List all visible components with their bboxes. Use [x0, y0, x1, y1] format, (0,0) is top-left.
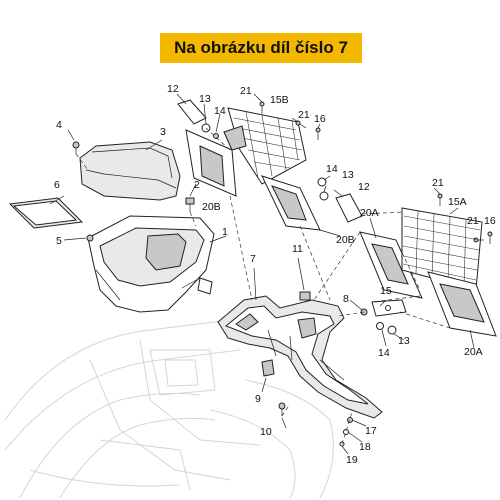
callout-21-right-a: 21	[432, 177, 444, 189]
callout-7: 7	[250, 253, 256, 265]
callout-5: 5	[56, 235, 62, 247]
callout-13-lower: 13	[398, 335, 410, 347]
scooter-frame-outline	[4, 319, 334, 499]
callout-11: 11	[292, 243, 303, 255]
callout-18: 18	[359, 441, 371, 453]
part-15-bracket	[371, 299, 407, 317]
part-7-rear-mudguard	[217, 295, 383, 419]
callout-13-upper: 13	[199, 93, 211, 105]
screw-16-upper	[315, 127, 321, 140]
callout-15: 15	[380, 285, 392, 297]
callout-8: 8	[343, 293, 349, 305]
callout-20b-right: 20B	[336, 234, 355, 246]
part-10-screw	[278, 402, 286, 416]
callout-10: 10	[260, 426, 272, 438]
part-20b-plate-left	[185, 129, 237, 197]
callout-12-middle: 12	[358, 181, 370, 193]
part-20b-plate-right	[261, 175, 321, 231]
page-banner: Na obrázku díl číslo 7	[160, 33, 362, 63]
part-1-storage-box	[87, 215, 215, 313]
part-4-screw	[72, 141, 80, 154]
callout-labels: 12 13 14 21 15B 21 16 4 3 6 2 20B 14 13 …	[54, 83, 496, 466]
callout-9: 9	[255, 393, 261, 405]
callout-21-right-b: 21	[467, 215, 479, 227]
callout-2: 2	[194, 179, 200, 191]
part-12-pad-left	[177, 99, 207, 125]
callout-4: 4	[56, 119, 62, 131]
callout-15a: 15A	[448, 196, 467, 208]
callout-20a-right: 20A	[464, 346, 483, 358]
callout-leaders	[49, 93, 477, 455]
callout-14-lower: 14	[378, 347, 390, 359]
callout-12-upper: 12	[167, 83, 179, 95]
part-20a-plate-left	[359, 231, 423, 299]
part-17-18-19-fasteners	[339, 417, 353, 447]
callout-17: 17	[365, 425, 377, 437]
callout-6: 6	[54, 179, 60, 191]
screw-21-upper-b	[295, 120, 307, 129]
callout-13-middle: 13	[342, 169, 354, 181]
assembly-dashed-lines	[75, 127, 451, 445]
callout-16-upper: 16	[314, 113, 326, 125]
callout-21-upper-b: 21	[298, 109, 310, 121]
callout-20b-left: 20B	[202, 201, 221, 213]
screw-21-upper-a	[259, 101, 265, 114]
part-20a-plate-right	[427, 271, 497, 337]
screw-16-right	[487, 231, 493, 244]
part-6-mat	[8, 197, 84, 229]
part-15a-grille	[401, 207, 483, 291]
part-2-screw	[185, 197, 195, 212]
part-11-clip	[299, 291, 311, 301]
part-14-13-12-middle	[317, 177, 363, 223]
callout-16-right: 16	[484, 215, 496, 227]
part-3-lid	[79, 141, 181, 201]
callout-19: 19	[346, 454, 358, 466]
part-9-clip	[261, 359, 275, 377]
part-14-13-lower	[376, 322, 397, 335]
part-15b-grille	[223, 107, 307, 185]
screw-21-right-a	[437, 193, 443, 206]
callout-3: 3	[160, 126, 166, 138]
callout-21-upper-a: 21	[240, 85, 252, 97]
callout-14-middle: 14	[326, 163, 338, 175]
callout-20a-left: 20A	[360, 207, 379, 219]
callout-1: 1	[222, 226, 228, 238]
part-5-clip	[86, 234, 94, 242]
callout-14-upper: 14	[214, 105, 226, 117]
callout-15b: 15B	[270, 94, 289, 106]
